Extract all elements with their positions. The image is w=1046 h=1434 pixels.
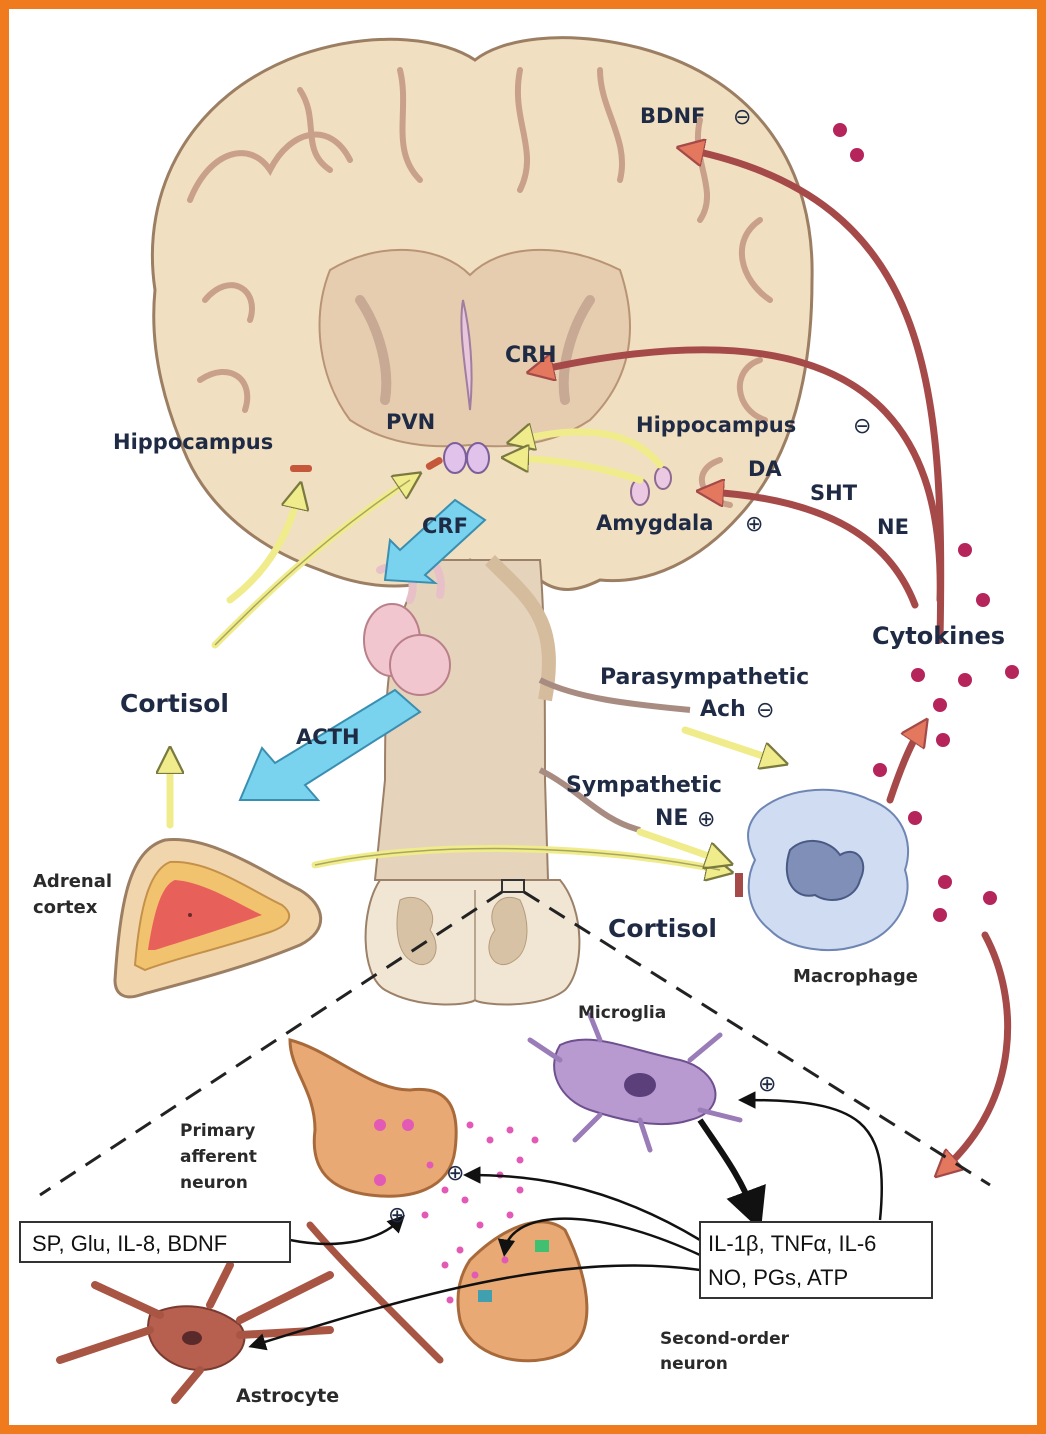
zoom-dashed-lines [39,890,991,1197]
label-acth: ACTH [296,725,360,749]
mediators-right-box: IL-1β, TNFα, IL-6 NO, PGs, ATP [699,1221,933,1299]
macrophage-cell [735,788,910,951]
sign-ach-minus: ⊖ [756,698,774,723]
label-adrenal-line2: cortex [33,897,98,918]
label-amygdala: Amygdala [596,511,713,535]
black-arrows [248,1091,884,1351]
label-hippocampus-right: Hippocampus [636,413,796,437]
label-primary-line2: afferent [180,1147,257,1167]
mediators-right-line1: IL-1β, TNFα, IL-6 [708,1231,876,1256]
label-ne-top: NE [877,515,909,539]
label-cytokines: Cytokines [872,622,1005,650]
sign-hippocampus-minus: ⊖ [853,414,871,439]
label-adrenal-line1: Adrenal [33,871,112,892]
label-hippocampus-left: Hippocampus [113,430,273,454]
label-microglia: Microglia [578,1003,666,1023]
cytokine-dots [833,123,1019,922]
microglia-cell [527,1012,743,1153]
sign-microglia-plus: ⊕ [758,1072,776,1097]
label-second-order-line2: neuron [660,1354,728,1374]
mediators-left-box: SP, Glu, IL-8, BDNF [19,1221,291,1263]
mediators-left-text: SP, Glu, IL-8, BDNF [32,1231,227,1256]
red-arrows [540,150,1012,1168]
sign-ne-plus: ⊕ [697,807,715,832]
primary-afferent-neuron [288,1038,458,1198]
sign-synapse-plus-2: ⊕ [388,1203,406,1228]
autonomic-nerves [538,677,691,833]
mediators-right-line2: NO, PGs, ATP [708,1265,848,1290]
label-macrophage: Macrophage [793,966,918,987]
brain-section [150,36,814,591]
label-bdnf: BDNF [640,104,705,128]
label-pvn: PVN [386,410,435,434]
adrenal-cortex [113,838,323,999]
sign-amygdala-plus: ⊕ [745,512,763,537]
label-astrocyte: Astrocyte [236,1385,339,1407]
label-cortisol-left: Cortisol [120,689,229,718]
sign-synapse-plus-1: ⊕ [446,1161,464,1186]
yellow-arrow-outlines [214,479,721,871]
neurotransmitter-dots [421,1121,539,1304]
label-second-order-line1: Second-order [660,1329,790,1349]
label-sht: SHT [810,481,858,505]
second-order-neuron [456,1220,589,1363]
label-parasympathetic: Parasympathetic [600,665,809,690]
label-primary-line3: neuron [180,1173,248,1193]
label-crh: CRH [505,343,557,368]
label-cortisol-right: Cortisol [608,914,717,943]
label-crf: CRF [422,514,468,538]
label-primary-line1: Primary [180,1121,255,1141]
label-da: DA [748,457,782,481]
astrocyte-cell [56,1221,444,1404]
sign-bdnf-minus: ⊖ [733,105,751,130]
label-sympathetic: Sympathetic [566,773,722,798]
label-ach: Ach [700,697,746,722]
blue-arrows [238,498,487,801]
label-ne-sympathetic: NE [655,806,688,831]
